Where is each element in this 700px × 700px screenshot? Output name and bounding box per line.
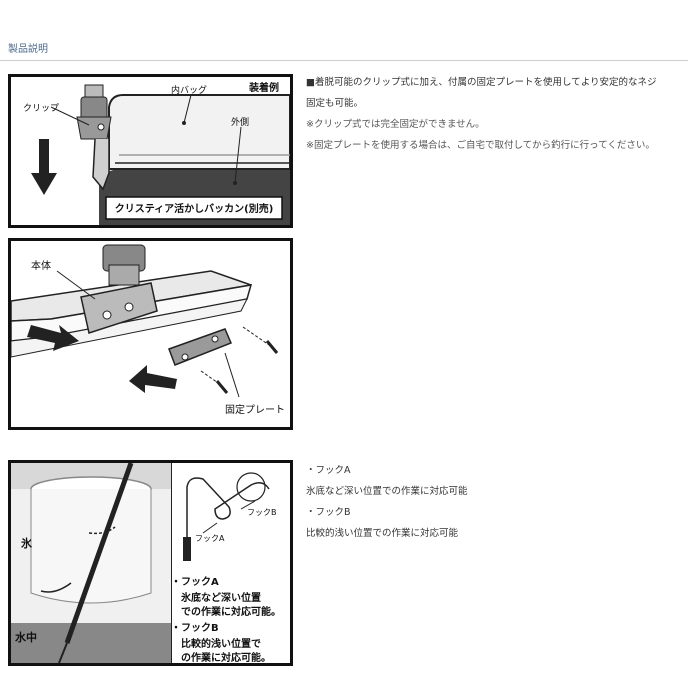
legend-hook-b-line1: 比較的浅い位置で: [181, 637, 261, 650]
fixing-plate-drawing: 本体 固定プレート: [11, 244, 285, 416]
hook-b-heading: ・フックB: [306, 507, 351, 518]
outer-label: 外側: [231, 116, 249, 128]
example-label: 装着例: [248, 81, 279, 94]
description-line: 固定も可能。: [306, 98, 364, 109]
section-title: 製品説明: [8, 44, 48, 55]
clip-note: ※クリップ式では完全固定ができません。: [306, 119, 485, 130]
legend-hook-a-title: ・フックA: [171, 576, 219, 588]
body-label: 本体: [31, 259, 51, 272]
inner-bag-label: 内バッグ: [171, 84, 207, 96]
hook-a-label: フックA: [195, 534, 225, 543]
hook-a-text: 氷底など深い位置での作業に対応可能: [306, 486, 468, 497]
legend-hook-a-line1: 氷底など深い位置: [180, 591, 261, 604]
hook-b-text: 比較的浅い位置での作業に対応可能: [306, 528, 459, 539]
legend-hook-b-title: ・フックB: [171, 622, 219, 634]
hook-usage-illustration: 氷 水中 フックB フックA ・フックA 氷底など深い位置 での作業に対応可能。…: [8, 460, 293, 666]
legend-hook-a-line2: での作業に対応可能。: [181, 605, 281, 618]
hook-usage-drawing: 氷 水中 フックB フックA ・フックA 氷底など深い位置 での作業に対応可能。…: [11, 463, 281, 663]
description-line: ■着脱可能のクリップ式に加え、付属の固定プレートを使用してより安定的なネジ: [306, 77, 657, 88]
mounting-description: ■着脱可能のクリップ式に加え、付属の固定プレートを使用してより安定的なネジ 固定…: [306, 72, 690, 156]
clip-mount-drawing: 装着例 内バッグ クリップ 外側 クリスティア活かしバッカン(別売): [23, 81, 290, 225]
underwater-label: 水中: [15, 630, 37, 644]
hook-a-heading: ・フックA: [306, 465, 351, 476]
hook-b-label: フックB: [247, 508, 277, 517]
clip-label: クリップ: [23, 103, 59, 114]
legend-hook-b-line2: の作業に対応可能。: [181, 651, 271, 663]
plate-note: ※固定プレートを使用する場合は、ご自宅で取付してから釣行に行ってください。: [306, 140, 655, 151]
clip-mount-illustration: 装着例 内バッグ クリップ 外側 クリスティア活かしバッカン(別売): [8, 74, 293, 228]
hook-description: ・フックA 氷底など深い位置での作業に対応可能 ・フックB 比較的浅い位置での作…: [306, 460, 690, 544]
fixing-plate-illustration: 本体 固定プレート: [8, 238, 293, 430]
plate-label: 固定プレート: [225, 403, 285, 416]
header-divider: [0, 60, 688, 61]
product-caption: クリスティア活かしバッカン(別売): [115, 202, 274, 215]
ice-label: 氷: [21, 536, 33, 550]
